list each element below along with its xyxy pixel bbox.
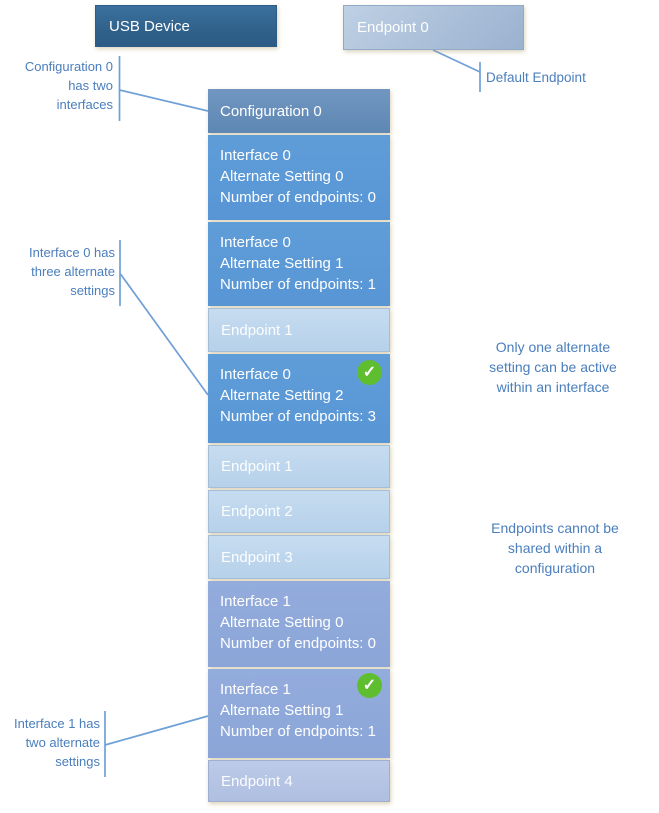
endpoint-1-label: Endpoint 1	[221, 458, 293, 475]
active-check-icon: ✓	[357, 673, 382, 698]
alternate-setting-line: Alternate Setting 1	[220, 702, 344, 719]
endpoint-count-line: Number of endpoints: 0	[220, 635, 376, 652]
note-line: Configuration 0	[24, 59, 113, 74]
endpoint-count-line: Number of endpoints: 1	[220, 723, 376, 740]
config-note-connector-line	[119, 89, 209, 112]
interface-0-note: Interface 0 has three alternate settings	[5, 243, 115, 300]
default-endpoint-note: Default Endpoint	[486, 70, 586, 85]
endpoint-count-line: Number of endpoints: 0	[220, 189, 376, 206]
endpoint-0-label: Endpoint 0	[357, 19, 429, 36]
alternate-setting-line: Alternate Setting 0	[220, 614, 344, 631]
interface-1-note: Interface 1 has two alternate settings	[0, 714, 100, 771]
interface-line: Interface 1	[220, 593, 291, 610]
note-line: has two	[68, 78, 113, 93]
endpoint-1-box: Endpoint 1	[208, 445, 390, 488]
endpoint-4-box: Endpoint 4	[208, 760, 390, 802]
alternate-setting-note: Only one alternate setting can be active…	[480, 337, 626, 397]
usb-device-label: USB Device	[109, 17, 190, 35]
interface-1-alt-0-box: Interface 1 Alternate Setting 0 Number o…	[208, 581, 390, 667]
note-line: interfaces	[56, 97, 113, 112]
note-line: Endpoints cannot be	[491, 520, 619, 536]
interface1-note-connector-line	[104, 715, 209, 746]
interface-0-alt-0-box: Interface 0 Alternate Setting 0 Number o…	[208, 135, 390, 220]
configuration-0-label: Configuration 0	[220, 102, 322, 120]
note-line: Interface 0 has	[29, 245, 115, 260]
endpoint-sharing-note: Endpoints cannot be shared within a conf…	[482, 518, 628, 578]
interface-line: Interface 0	[220, 147, 291, 164]
interface0-note-connector-line	[119, 273, 209, 396]
note-line: two alternate	[25, 735, 100, 750]
usb-device-box: USB Device	[95, 5, 277, 47]
note-line: three alternate	[31, 264, 115, 279]
endpoint-1-box: Endpoint 1	[208, 308, 390, 352]
endpoint-4-label: Endpoint 4	[221, 772, 293, 790]
note-line: configuration	[514, 560, 596, 576]
endpoint-3-box: Endpoint 3	[208, 535, 390, 579]
active-check-icon: ✓	[357, 360, 382, 385]
interface-line: Interface 0	[220, 366, 291, 383]
alternate-setting-line: Alternate Setting 2	[220, 387, 344, 404]
note-line: Interface 1 has	[14, 716, 100, 731]
endpoint-2-box: Endpoint 2	[208, 490, 390, 533]
note-line: Only one alternate	[495, 339, 611, 355]
configuration-0-box: Configuration 0	[208, 89, 390, 133]
endpoint-3-label: Endpoint 3	[221, 548, 293, 566]
endpoint-count-line: Number of endpoints: 3	[220, 408, 376, 425]
note-line: shared within a	[507, 540, 603, 556]
note-line: within an interface	[496, 379, 610, 395]
endpoint-1-label: Endpoint 1	[221, 321, 293, 339]
endpoint-count-line: Number of endpoints: 1	[220, 276, 376, 293]
note-line: settings	[55, 754, 100, 769]
configuration-column: Configuration 0 Interface 0 Alternate Se…	[208, 89, 390, 802]
interface-line: Interface 1	[220, 681, 291, 698]
interface-1-alt-1-box: Interface 1 Alternate Setting 1 Number o…	[208, 669, 390, 758]
note-line: setting can be active	[489, 359, 617, 375]
endpoint-2-label: Endpoint 2	[221, 503, 293, 520]
interface-line: Interface 0	[220, 234, 291, 251]
configuration-note: Configuration 0 has two interfaces	[3, 57, 113, 114]
interface-0-alt-1-box: Interface 0 Alternate Setting 1 Number o…	[208, 222, 390, 306]
endpoint-0-box: Endpoint 0	[343, 5, 524, 50]
alternate-setting-line: Alternate Setting 0	[220, 168, 344, 185]
interface-0-alt-2-box: Interface 0 Alternate Setting 2 Number o…	[208, 354, 390, 443]
note-line: settings	[70, 283, 115, 298]
alternate-setting-line: Alternate Setting 1	[220, 255, 344, 272]
default-endpoint-connector-line	[432, 49, 481, 73]
